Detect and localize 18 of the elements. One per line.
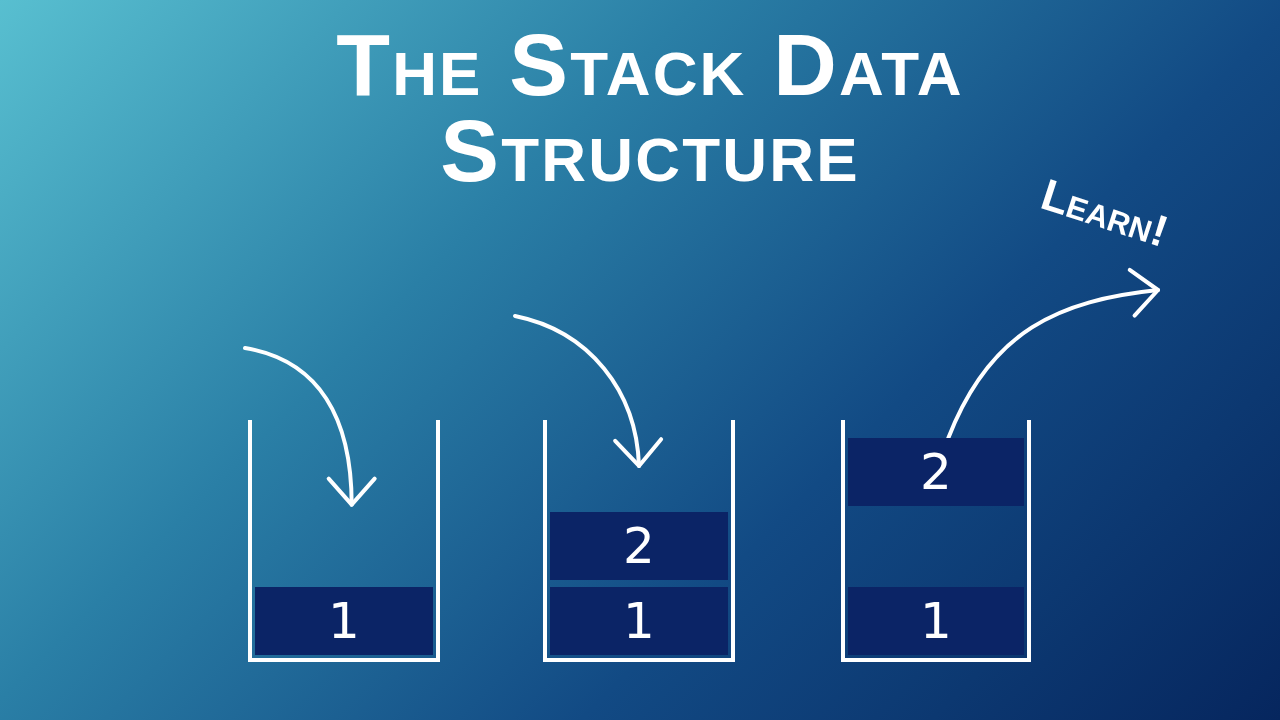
curved-arrow	[513, 314, 662, 468]
stack-container	[841, 420, 1031, 662]
element-value: 1	[623, 596, 655, 646]
stack-element	[550, 512, 728, 580]
title: The Stack Data Structure	[335, 22, 965, 194]
stack-element	[848, 587, 1024, 655]
callout-text: Learn!	[1034, 168, 1175, 258]
element-value: 2	[920, 447, 952, 497]
element-value: 1	[920, 596, 952, 646]
stack-container	[543, 420, 735, 662]
stack-element	[848, 438, 1024, 506]
element-value: 1	[328, 596, 360, 646]
stack-element	[550, 587, 728, 655]
curved-arrow	[243, 346, 376, 507]
stack-element	[255, 587, 433, 655]
curved-arrow	[946, 268, 1160, 440]
element-value: 2	[623, 521, 655, 571]
stack-container	[248, 420, 440, 662]
